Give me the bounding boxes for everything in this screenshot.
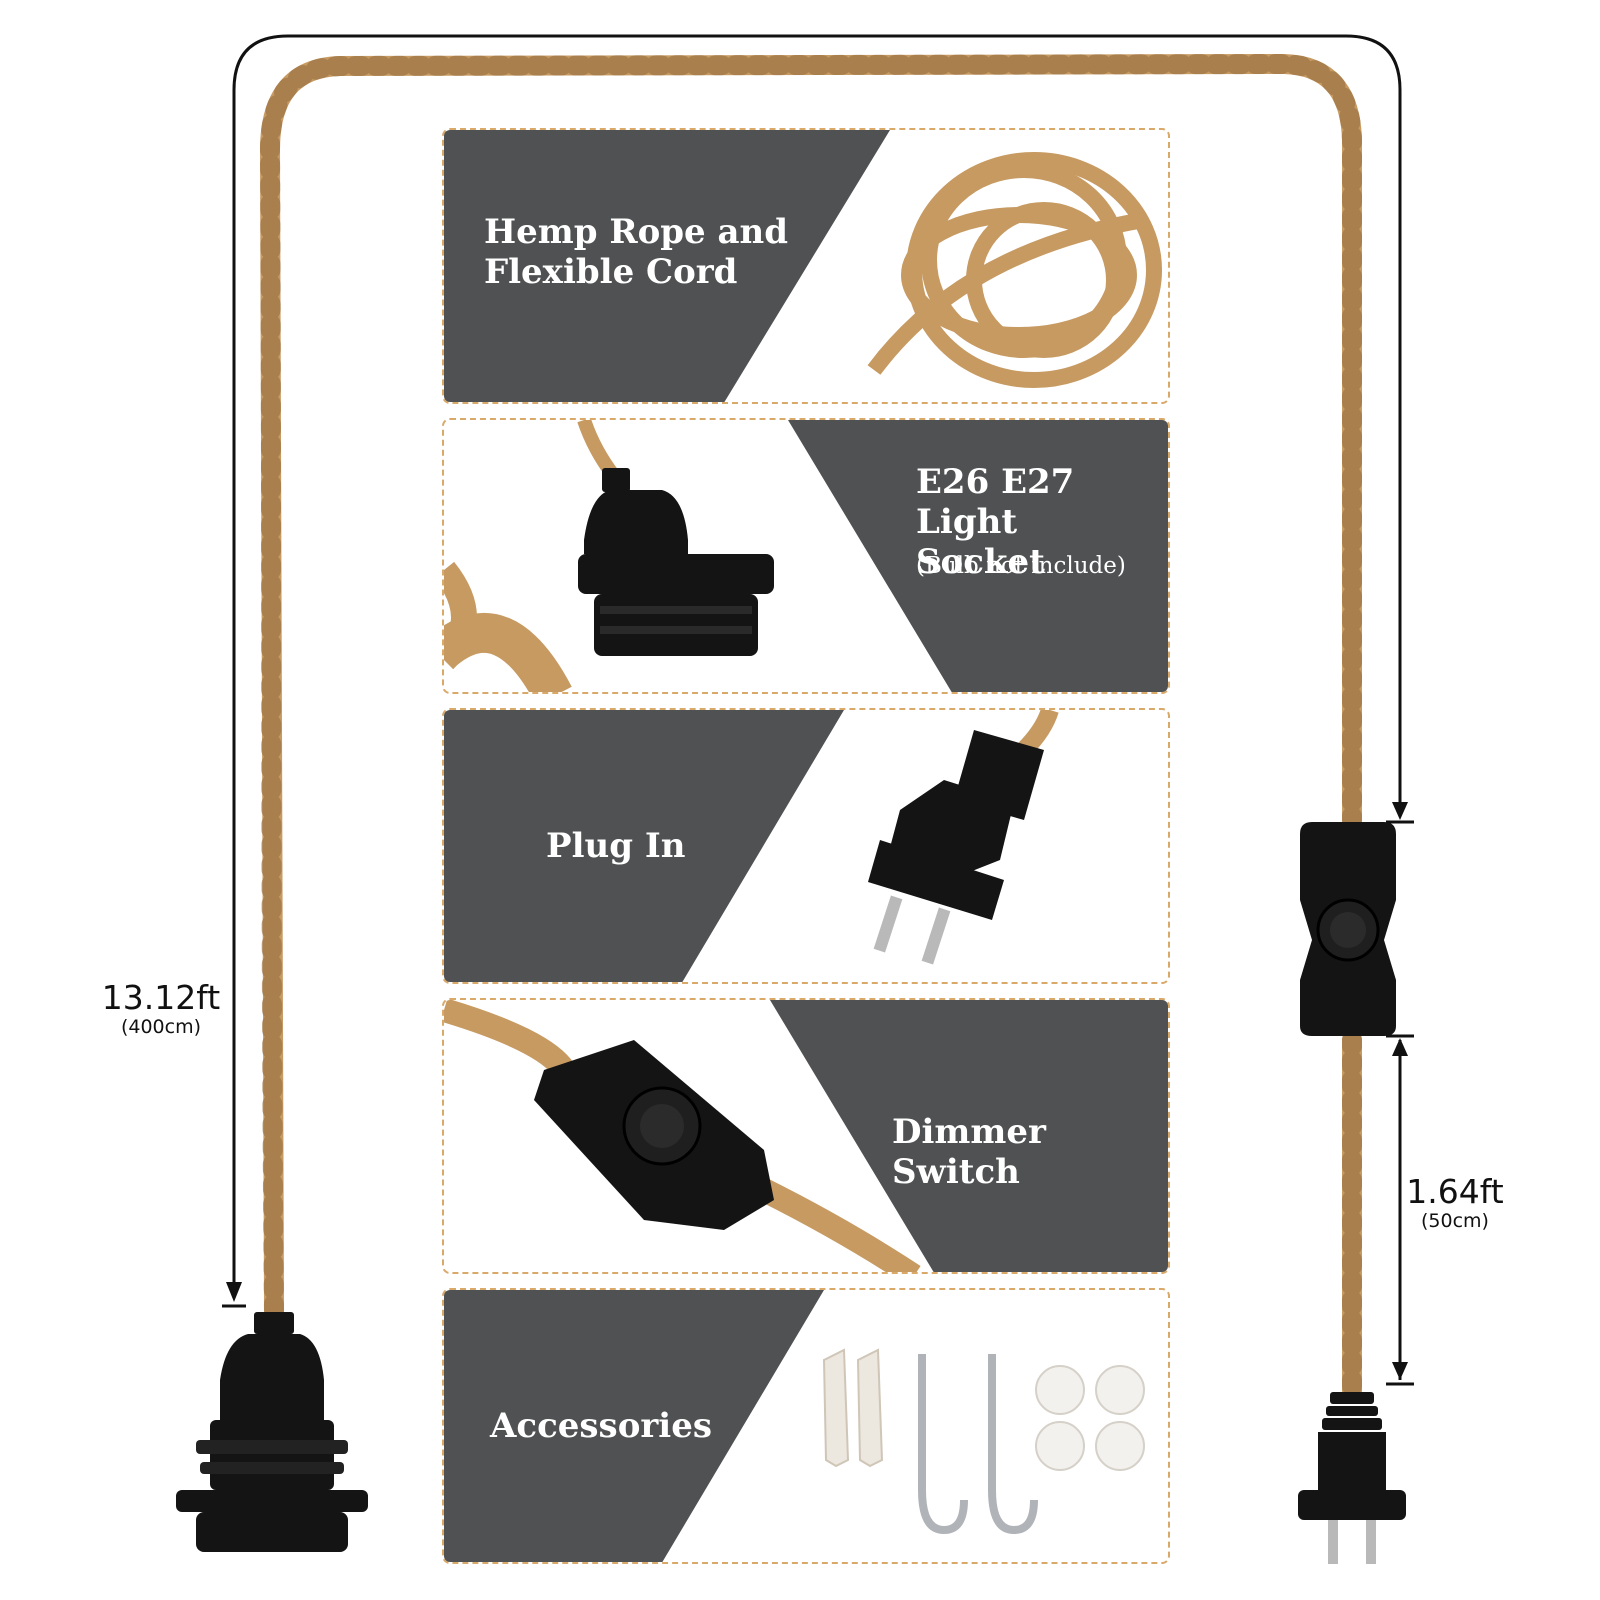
panel-title-dimmer: Dimmer Switch <box>892 1112 1046 1192</box>
panel-title-accessories: Accessories <box>490 1406 712 1446</box>
length-arrow-head-right <box>1392 802 1408 820</box>
hemp-rope <box>259 53 1362 1402</box>
panel-title-plug: Plug In <box>546 826 686 866</box>
feature-panel-socket: E26 E27 Light Socket (Bulb not include) <box>442 418 1170 694</box>
plug-icon <box>1298 1392 1406 1564</box>
total-length-metric: (400cm) <box>120 1016 202 1038</box>
panel-subtitle-socket: (Bulb not include) <box>916 553 1126 579</box>
switch-length-label: 1.64ft <box>1406 1172 1504 1211</box>
lamp-socket-icon <box>176 1312 368 1552</box>
feature-panel-dimmer: Dimmer Switch <box>442 998 1170 1274</box>
panel-title-rope: Hemp Rope and Flexible Cord <box>484 212 789 292</box>
dimmer-switch-icon <box>1300 822 1396 1036</box>
length-arrow-line <box>232 34 1402 1290</box>
rope-coil-image <box>867 152 1162 388</box>
socket-image <box>444 420 774 692</box>
panel-dark-shape <box>788 420 1168 692</box>
length-arrow-head-left <box>226 1282 242 1302</box>
panel-title-socket: E26 E27 Light Socket <box>916 462 1075 582</box>
panel-dark-shape <box>444 1290 824 1562</box>
switch-length-metric: (50cm) <box>1421 1210 1489 1232</box>
panel-dark-shape <box>444 710 844 982</box>
feature-panel-accessories: Accessories <box>442 1288 1170 1564</box>
panel-dark-shape <box>770 1000 1168 1272</box>
total-length-label: 13.12ft <box>101 978 221 1017</box>
dimmer-image <box>444 1000 921 1272</box>
panel-dark-shape <box>444 130 890 402</box>
feature-panel-rope: Hemp Rope and Flexible Cord <box>442 128 1170 404</box>
plug-image <box>868 710 1059 965</box>
accessories-image <box>822 1348 1145 1535</box>
feature-panel-plug: Plug In <box>442 708 1170 984</box>
